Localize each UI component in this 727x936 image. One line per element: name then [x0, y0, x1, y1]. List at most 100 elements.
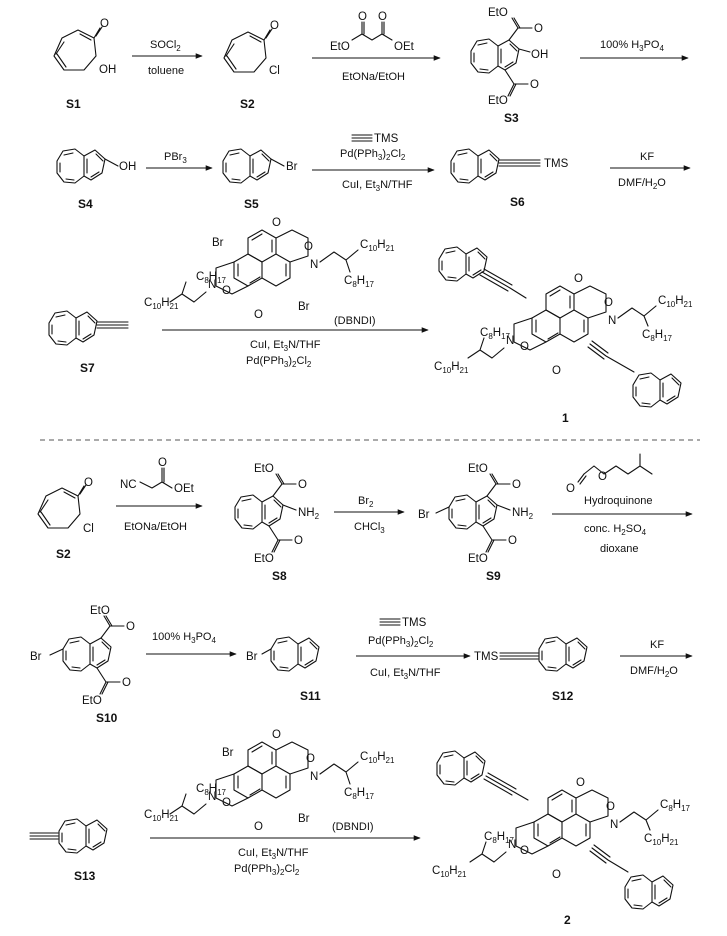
reagent-dbndi-b: Br Br O O O O N N C10H21 C8H17 C8H17 C10… — [144, 729, 395, 833]
atom-o: O — [222, 797, 231, 809]
atom-oh: OH — [99, 64, 116, 76]
atom-br: Br — [212, 237, 224, 249]
compound-s5: Br S5 — [222, 148, 298, 211]
compound-s13: S13 — [29, 818, 108, 883]
label-s9: S9 — [486, 569, 501, 583]
atom-nh2: NH2 — [298, 507, 320, 521]
atom-oh: OH — [531, 49, 548, 61]
compound-s2-b: O Cl S2 — [37, 477, 94, 561]
atom-eto: EtO — [330, 41, 350, 53]
atom-br: Br — [298, 301, 310, 313]
atom-eto: EtO — [468, 463, 488, 475]
label-s3: S3 — [504, 111, 519, 125]
reagent-12b: CuI, Et3N/THF — [370, 667, 441, 681]
atom-o: O — [254, 821, 263, 833]
atom-o: O — [576, 777, 585, 789]
compound-s3: EtO O OH O EtO S3 — [470, 7, 548, 125]
atom-eto: EtO — [488, 7, 508, 19]
reagent-tms-acetylene: TMS — [351, 133, 399, 145]
atom-o: O — [222, 285, 231, 297]
atom-n: N — [508, 839, 516, 851]
atom-n: N — [310, 771, 318, 783]
label-s2-b: S2 — [56, 547, 71, 561]
atom-o: O — [566, 483, 575, 495]
reagent-4: PBr3 — [164, 151, 187, 165]
chain-c8h17: C8H17 — [480, 327, 511, 341]
atom-br: Br — [298, 813, 310, 825]
label-s2: S2 — [240, 97, 255, 111]
atom-n: N — [608, 315, 616, 327]
label-s7: S7 — [80, 361, 95, 375]
label-s5: S5 — [244, 197, 259, 211]
atom-o: O — [520, 341, 529, 353]
reagent-10b: conc. H2SO4 — [584, 523, 647, 537]
atom-o: O — [270, 20, 279, 32]
label-s1: S1 — [66, 97, 81, 111]
chain-c8h17: C8H17 — [484, 831, 515, 845]
reagent-5a: Pd(PPh3)2Cl2 — [340, 148, 406, 162]
atom-o: O — [122, 677, 131, 689]
atom-n: N — [208, 279, 216, 291]
compound-s7: S7 — [48, 310, 129, 375]
reagent-malonate: O O EtO OEt — [330, 11, 415, 53]
reagent-14b: Pd(PPh3)2Cl2 — [234, 863, 300, 877]
atom-tms: TMS — [474, 651, 499, 663]
atom-o: O — [606, 801, 615, 813]
atom-o: O — [358, 11, 367, 23]
atom-br: Br — [30, 651, 42, 663]
atom-eto: EtO — [90, 605, 110, 617]
atom-nh2: NH2 — [512, 507, 534, 521]
reagent-13a: KF — [650, 639, 664, 651]
reagent-3: 100% H3PO4 — [600, 39, 665, 53]
atom-oh: OH — [119, 161, 136, 173]
label-1: 1 — [562, 411, 569, 425]
atom-o: O — [304, 241, 313, 253]
atom-br: Br — [418, 509, 430, 521]
compound-s6: TMS S6 — [450, 148, 569, 209]
atom-nc: NC — [120, 479, 137, 491]
atom-n: N — [208, 791, 216, 803]
atom-o: O — [126, 621, 135, 633]
atom-cl: Cl — [269, 65, 280, 77]
atom-o: O — [272, 217, 281, 229]
atom-o: O — [520, 845, 529, 857]
reagent-6b: DMF/H2O — [618, 177, 666, 191]
atom-o: O — [298, 479, 307, 491]
reagent-7a: CuI, Et3N/THF — [250, 339, 321, 353]
compound-s11: Br S11 — [246, 636, 321, 703]
reagent-12a: Pd(PPh3)2Cl2 — [368, 635, 434, 649]
reagent-1b: toluene — [148, 65, 184, 77]
label-s10: S10 — [96, 711, 118, 725]
compound-s8: EtO O NH2 O EtO S8 — [234, 463, 320, 583]
atom-o: O — [534, 23, 543, 35]
reagent-ethyl-cyanoacetate: NC O OEt — [120, 457, 195, 495]
label-2: 2 — [564, 913, 571, 927]
compound-s4: OH S4 — [56, 148, 136, 211]
label-s8: S8 — [272, 569, 287, 583]
chain-c8h17: C8H17 — [344, 275, 375, 289]
atom-tms: TMS — [374, 133, 399, 145]
chain-c10h21: C10H21 — [144, 809, 179, 823]
atom-cl: Cl — [83, 523, 94, 535]
chain-c8h17: C8H17 — [196, 271, 227, 285]
compound-s12: TMS S12 — [474, 636, 588, 703]
atom-tms: TMS — [402, 617, 427, 629]
reagent-10c: dioxane — [600, 543, 639, 555]
compound-1: O O O O N N C10H21 C8H17 C8H17 C10H21 1 — [434, 246, 693, 425]
chain-c8h17: C8H17 — [196, 783, 227, 797]
atom-o: O — [378, 11, 387, 23]
label-s13: S13 — [74, 869, 96, 883]
compound-s10: Br EtO O O EtO S10 — [30, 605, 135, 725]
reagent-dbndi: Br Br O O O O N N C10H21 C8H17 C8H17 C10… — [144, 217, 395, 321]
label-s4: S4 — [78, 197, 93, 211]
compound-s9: Br EtO O NH2 O EtO S9 — [418, 463, 534, 583]
reagent-2b: EtONa/EtOH — [342, 71, 405, 83]
atom-o: O — [84, 477, 93, 489]
chain-c8h17: C8H17 — [642, 329, 673, 343]
reagent-11: 100% H3PO4 — [152, 631, 217, 645]
atom-o: O — [552, 869, 561, 881]
chain-c10h21: C10H21 — [144, 297, 179, 311]
atom-oet: OEt — [394, 41, 415, 53]
atom-n: N — [610, 819, 618, 831]
atom-o: O — [604, 297, 613, 309]
